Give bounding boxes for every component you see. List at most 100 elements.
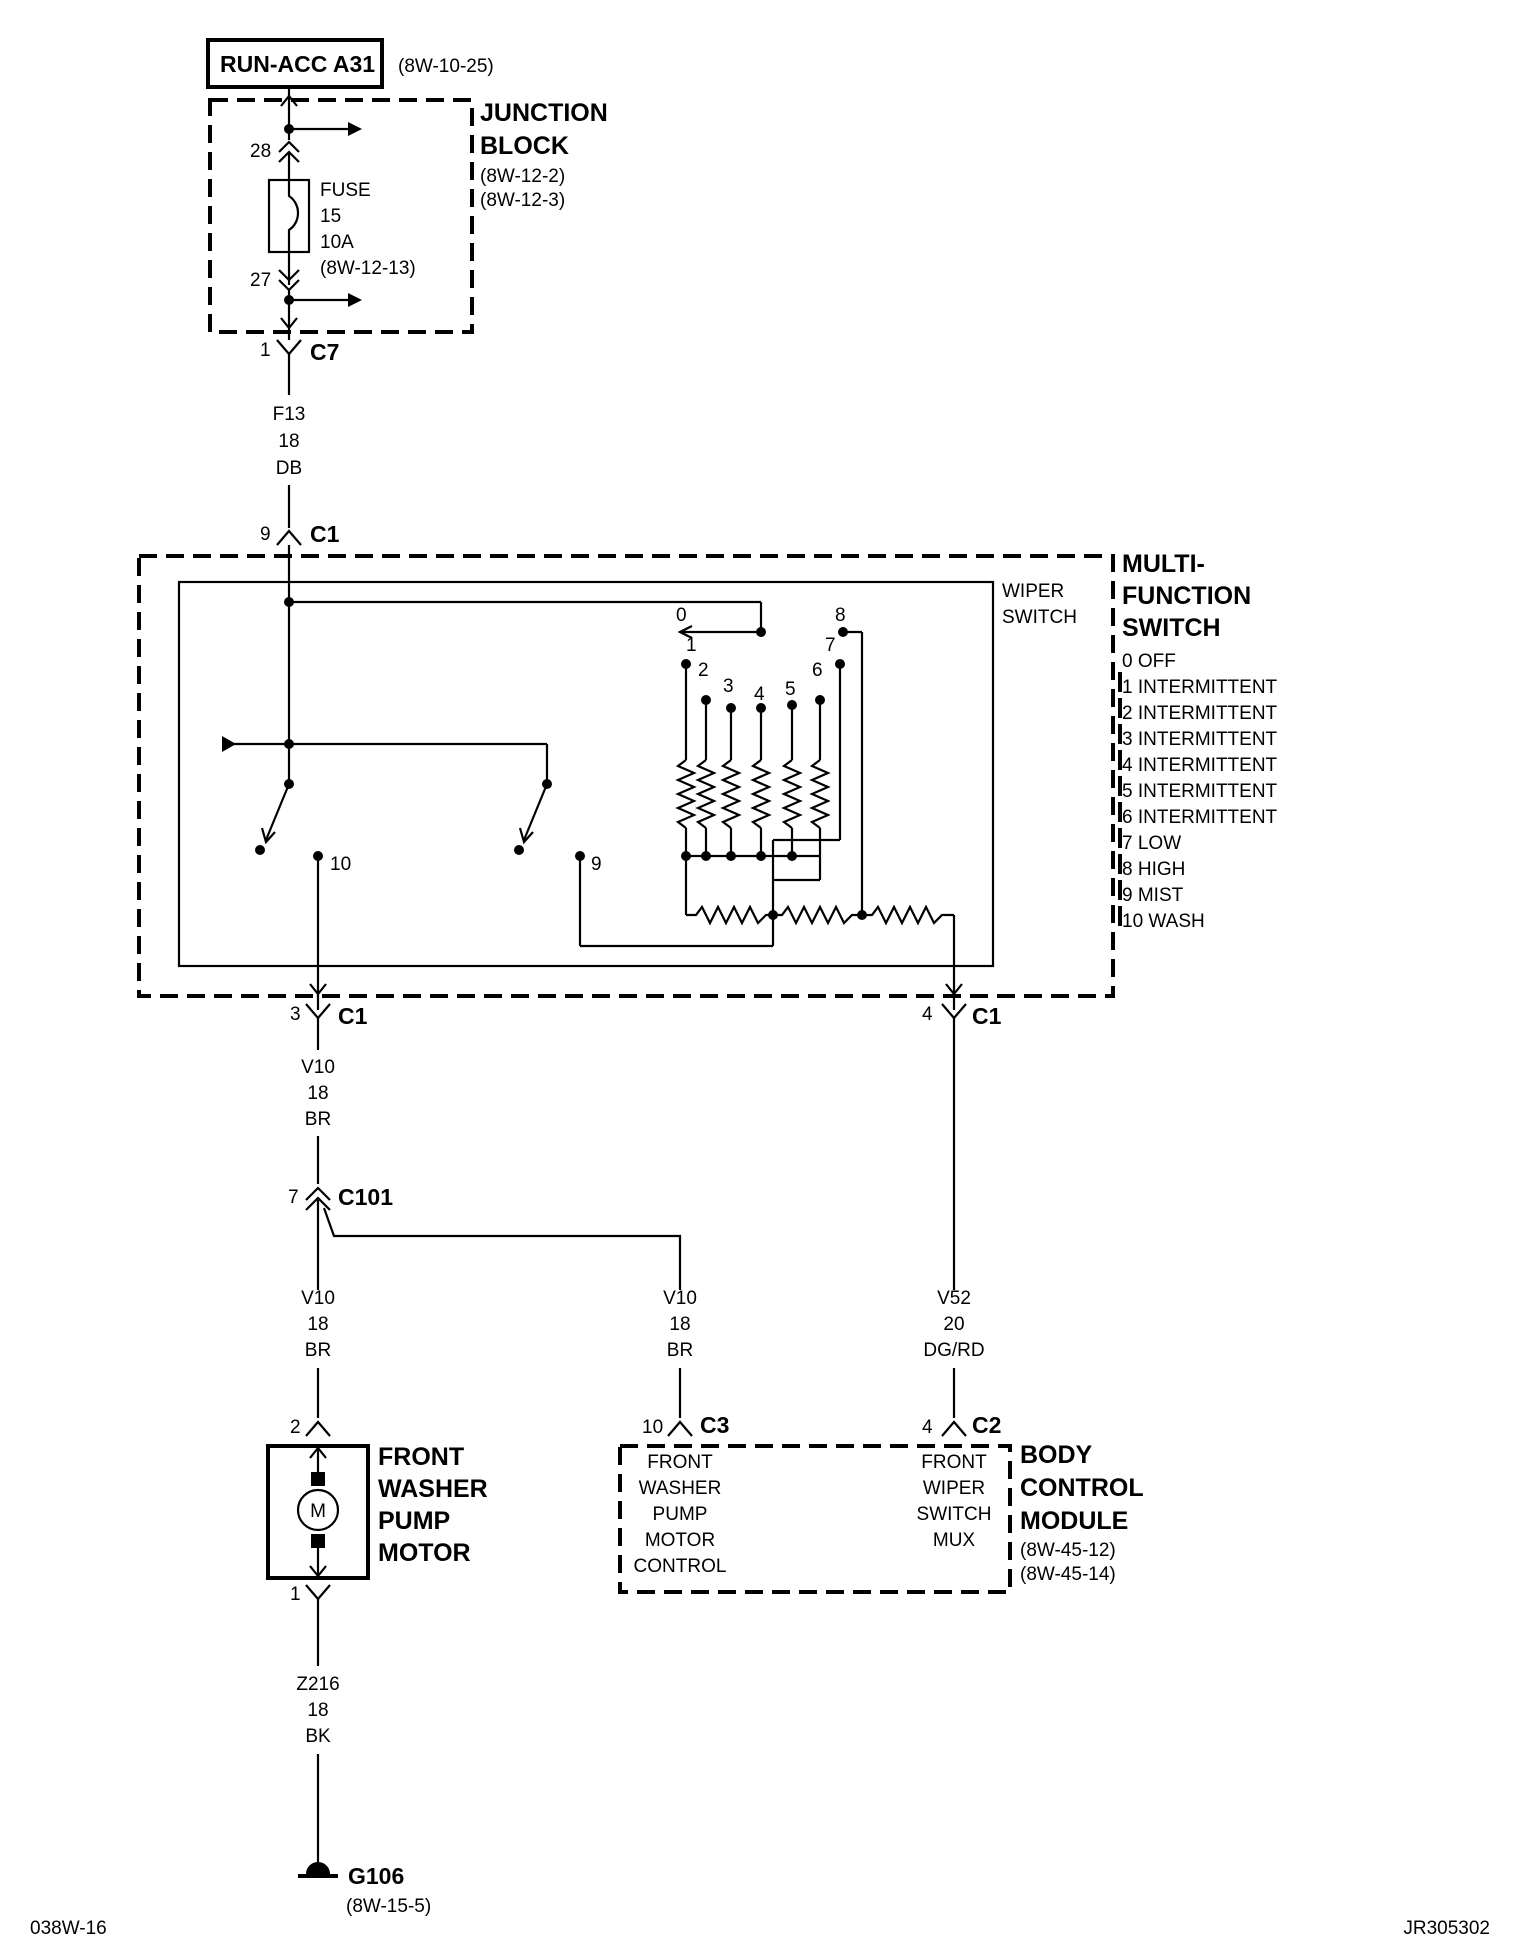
pin-28: 28 <box>250 141 271 162</box>
contact-10: 10 <box>330 854 351 875</box>
c1-out3-name: C1 <box>338 1003 368 1029</box>
pump-pin-top: 2 <box>290 1417 301 1438</box>
position-0: 0 OFF <box>1122 651 1176 672</box>
position-4: 4 INTERMITTENT <box>1122 755 1278 776</box>
c7-pin: 1 <box>260 340 271 361</box>
ground-ref: (8W-15-5) <box>346 1896 431 1917</box>
wire-v10-a-color: BR <box>305 1109 331 1130</box>
wire-v52-gauge: 20 <box>943 1314 964 1335</box>
wire-f13-color: DB <box>276 458 302 479</box>
arrow-down-icon <box>309 983 327 996</box>
junction-block-name-1: JUNCTION <box>480 99 608 127</box>
pin-27: 27 <box>250 270 271 291</box>
position-10: 10 WASH <box>1122 911 1205 932</box>
contact-3: 3 <box>723 676 734 697</box>
contact-8: 8 <box>835 605 846 626</box>
pump-name-2: WASHER <box>378 1475 488 1503</box>
position-5: 5 INTERMITTENT <box>1122 781 1278 802</box>
wire-v10-a-circuit: V10 <box>301 1057 335 1078</box>
position-1: 1 INTERMITTENT <box>1122 677 1278 698</box>
bcm-c2-pin: 4 <box>922 1417 933 1438</box>
ground-g106: G106 (8W-15-5) <box>298 1862 431 1917</box>
wire-f13-gauge: 18 <box>278 431 299 452</box>
position-7: 7 LOW <box>1122 833 1181 854</box>
fuse-label-4: (8W-12-13) <box>320 258 416 279</box>
fuse-label-1: FUSE <box>320 180 371 201</box>
wire-f13-circuit: F13 <box>273 404 306 425</box>
c1-out3-pin: 3 <box>290 1004 301 1025</box>
pump-pin-bottom: 1 <box>290 1584 301 1605</box>
bcm-func1-5: CONTROL <box>634 1556 727 1577</box>
mfs-name-1: MULTI- <box>1122 550 1205 578</box>
c1-in-name: C1 <box>310 521 340 547</box>
contact-5: 5 <box>785 679 796 700</box>
position-3: 3 INTERMITTENT <box>1122 729 1278 750</box>
footer-left: 038W-16 <box>30 1918 107 1939</box>
wire-f13: F13 18 DB <box>273 404 306 528</box>
junction-block: JUNCTION BLOCK (8W-12-2) (8W-12-3) 28 FU… <box>208 87 608 340</box>
bcm-func1-4: MOTOR <box>645 1530 715 1551</box>
wiper-switch-label-1: WIPER <box>1002 581 1064 602</box>
wire-z216: Z216 18 BK <box>296 1599 340 1864</box>
fuse-label-3: 10A <box>320 232 354 253</box>
position-2: 2 INTERMITTENT <box>1122 703 1278 724</box>
front-washer-pump-motor: 2 M 1 FRONT WASHER PUMP MOTOR <box>266 1417 488 1605</box>
wire-z216-color: BK <box>305 1726 331 1747</box>
fuse-label-2: 15 <box>320 206 341 227</box>
wire-v10-b-color: BR <box>305 1340 331 1361</box>
bcm-c3-pin: 10 <box>642 1417 663 1438</box>
connector-c101: 7 C101 <box>288 1184 682 1290</box>
ground-icon <box>306 1862 330 1874</box>
contact-9: 9 <box>591 854 602 875</box>
c101-name: C101 <box>338 1184 393 1210</box>
pump-name-3: PUMP <box>378 1507 450 1535</box>
c1-out4-name: C1 <box>972 1003 1002 1029</box>
contact-0: 0 <box>676 605 687 626</box>
arrow-right-icon <box>348 293 362 307</box>
bcm-func2-1: FRONT <box>921 1452 987 1473</box>
bcm-func1-3: PUMP <box>653 1504 708 1525</box>
wire-z216-gauge: 18 <box>307 1700 328 1721</box>
arrow-down-icon <box>280 317 298 330</box>
pump-name-4: MOTOR <box>378 1539 471 1567</box>
bcm-c2-name: C2 <box>972 1412 1001 1438</box>
wire-v10-a-gauge: 18 <box>307 1083 328 1104</box>
contact-2: 2 <box>698 660 709 681</box>
bcm-c3-name: C3 <box>700 1412 729 1438</box>
position-6: 6 INTERMITTENT <box>1122 807 1278 828</box>
connector-c1-in: 9 C1 <box>260 521 340 547</box>
wire-v10-c-circuit: V10 <box>663 1288 697 1309</box>
arrow-right-icon <box>348 122 362 136</box>
arrow-up-icon <box>280 94 298 107</box>
bcm-ref-1: (8W-45-12) <box>1020 1540 1116 1561</box>
footer-right: JR305302 <box>1403 1918 1490 1939</box>
wire-v10-c-color: BR <box>667 1340 693 1361</box>
arrow-left-icon <box>677 625 693 639</box>
wire-v10-c: V10 18 BR <box>663 1288 697 1418</box>
junction-block-name-2: BLOCK <box>480 132 569 160</box>
bcm-name-3: MODULE <box>1020 1507 1128 1535</box>
contact-7: 7 <box>825 635 836 656</box>
wire-v52-circuit: V52 <box>937 1288 971 1309</box>
wire-v52-color: DG/RD <box>923 1340 984 1361</box>
connector-c1-out: 3 C1 4 C1 <box>290 1003 1002 1290</box>
source-label-box: RUN-ACC A31 (8W-10-25) <box>206 38 494 89</box>
wiper-switch-box <box>177 580 995 968</box>
wire-v10-b-gauge: 18 <box>307 1314 328 1335</box>
motor-icon <box>296 1488 340 1532</box>
arrow-right-icon <box>222 736 236 752</box>
multi-function-switch: MULTI- FUNCTION SWITCH WIPER SWITCH 0 OF… <box>137 545 1278 1010</box>
bcm-func2-3: SWITCH <box>917 1504 992 1525</box>
contact-4: 4 <box>754 684 765 705</box>
body-control-module: 10 C3 4 C2 FRONT WASHER PUMP MOTOR CONTR… <box>618 1412 1144 1594</box>
switch-position-legend: 0 OFF 1 INTERMITTENT 2 INTERMITTENT 3 IN… <box>1118 651 1278 932</box>
bcm-func2-2: WIPER <box>923 1478 985 1499</box>
resistor-bank-icon <box>675 759 831 829</box>
pump-name-1: FRONT <box>378 1443 464 1471</box>
motor-symbol: M <box>310 1501 326 1522</box>
c1-out4-pin: 4 <box>922 1004 933 1025</box>
bcm-ref-2: (8W-45-14) <box>1020 1564 1116 1585</box>
mfs-name-3: SWITCH <box>1122 614 1221 642</box>
ground-name: G106 <box>348 1863 404 1889</box>
